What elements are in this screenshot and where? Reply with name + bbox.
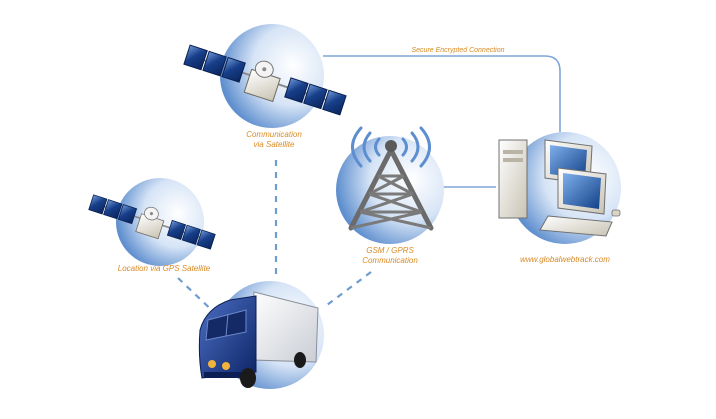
radio-tower-icon (348, 126, 434, 231)
gsm-label: GSM / GPRS Communication (352, 246, 428, 266)
website-link[interactable]: www.globalwebtrack.com (520, 255, 610, 264)
connections (177, 55, 561, 319)
gsm-label-line1: GSM / GPRS (366, 246, 414, 255)
desktop-computer-icon (498, 139, 621, 237)
comm-satellite-label-line2: via Satellite (253, 140, 295, 149)
satellite-icon (183, 44, 347, 116)
secure-connection-line (323, 55, 561, 132)
halos (116, 24, 621, 389)
gps-satellite-label: Location via GPS Satellite (117, 264, 211, 273)
satellite-icon (88, 194, 216, 250)
tower-truck-link (322, 271, 372, 309)
tower-halo (336, 136, 444, 244)
comm-satellite-label-line1: Communication (246, 130, 302, 139)
secure-connection-label: Secure Encrypted Connection (411, 47, 505, 54)
comm-satellite-label: Communication via Satellite (236, 130, 312, 150)
truck-icon (198, 291, 319, 388)
gsm-label-line2: Communication (362, 256, 418, 265)
